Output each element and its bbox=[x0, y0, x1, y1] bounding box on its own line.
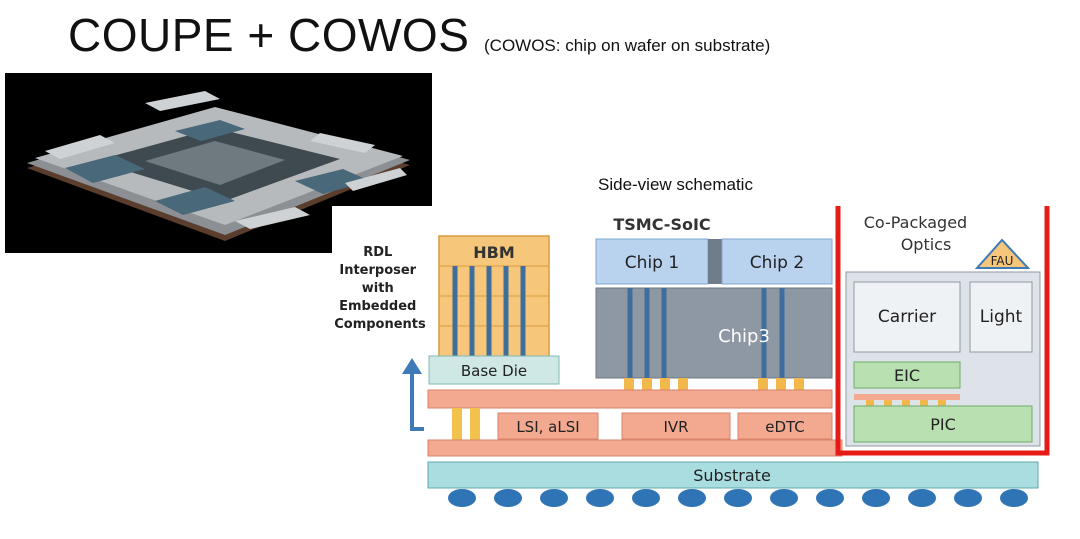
slide-subtitle: (COWOS: chip on wafer on substrate) bbox=[484, 36, 771, 55]
chip-3-label: Chip3 bbox=[718, 326, 770, 347]
rdl-arrow bbox=[402, 358, 424, 431]
package-photo bbox=[5, 73, 432, 253]
interposer-bottom bbox=[427, 439, 843, 457]
substrate bbox=[427, 461, 1039, 489]
pic-label: PIC bbox=[930, 415, 956, 434]
side-view-schematic: RDL Interposer with Embedded Components … bbox=[332, 206, 1052, 524]
ivr-label: IVR bbox=[663, 418, 688, 436]
pic-block bbox=[853, 405, 1033, 443]
rdl-label: RDL Interposer with Embedded Components bbox=[334, 245, 426, 332]
carrier-label: Carrier bbox=[878, 307, 936, 327]
hbm-label: HBM bbox=[473, 243, 515, 262]
chip-2 bbox=[721, 238, 833, 285]
interposer-top bbox=[427, 389, 833, 409]
light-block bbox=[969, 281, 1033, 353]
base-die-label: Base Die bbox=[461, 362, 527, 380]
chip-1-label: Chip 1 bbox=[625, 253, 679, 273]
lsi-block bbox=[497, 412, 599, 440]
cpo-highlight bbox=[835, 206, 1050, 456]
eic-block bbox=[853, 361, 961, 389]
chip-2-label: Chip 2 bbox=[750, 253, 804, 273]
tsv-lines bbox=[452, 266, 526, 361]
cpo-title: Co-Packaged Optics bbox=[864, 213, 973, 254]
base-die bbox=[428, 355, 560, 385]
ivr-block bbox=[621, 412, 731, 440]
carrier-block bbox=[853, 281, 961, 353]
chip-3 bbox=[595, 287, 833, 379]
chip-1 bbox=[595, 238, 709, 285]
light-label: Light bbox=[980, 307, 1023, 327]
solder-balls bbox=[448, 489, 1028, 507]
eic-label: EIC bbox=[894, 366, 920, 385]
lsi-label: LSI, aLSI bbox=[516, 418, 579, 436]
edtc-block bbox=[737, 412, 833, 440]
schematic-caption: Side-view schematic bbox=[598, 175, 753, 194]
fau-triangle bbox=[974, 238, 1031, 269]
fau-label: FAU bbox=[991, 254, 1014, 268]
edtc-label: eDTC bbox=[765, 418, 805, 436]
soic-title: TSMC-SoIC bbox=[613, 215, 710, 234]
slide-title: COUPE + COWOS bbox=[68, 9, 470, 61]
substrate-label: Substrate bbox=[693, 466, 771, 485]
